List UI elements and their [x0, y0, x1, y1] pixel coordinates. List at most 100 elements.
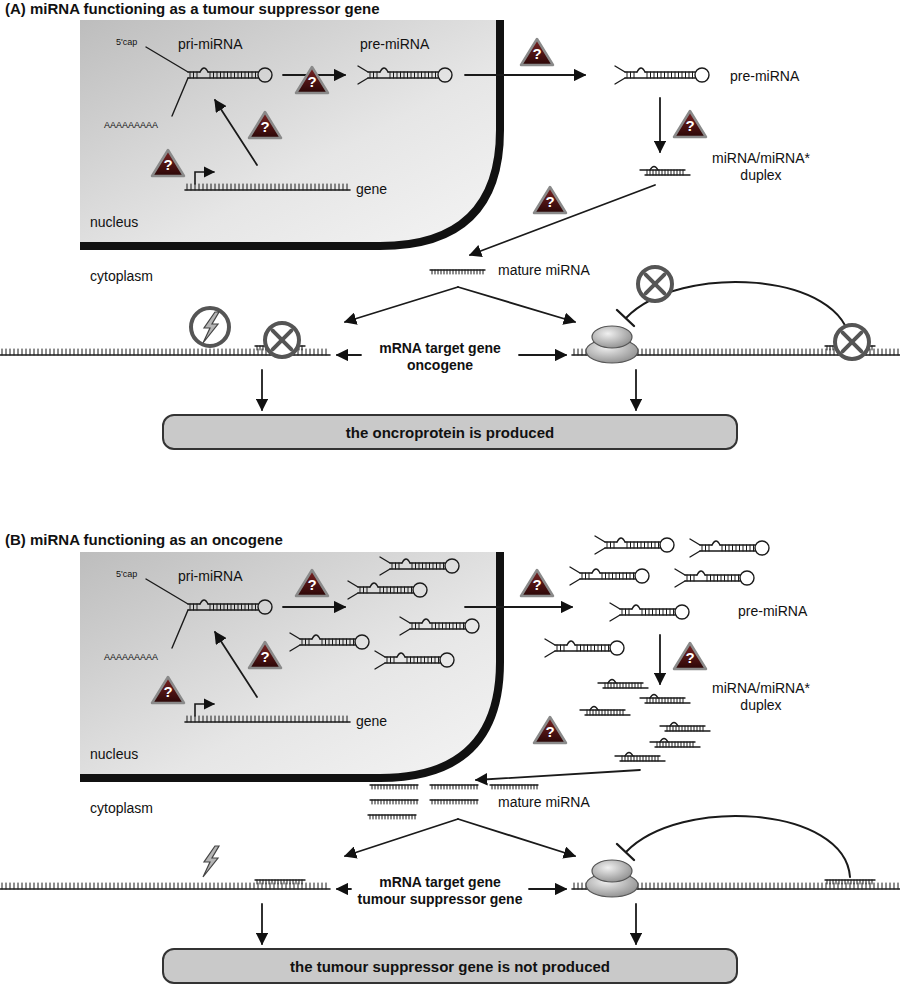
- base-tick: [408, 785, 409, 789]
- bulge: [312, 635, 320, 639]
- base-tick: [302, 880, 303, 884]
- base-tick: [672, 742, 673, 747]
- base-tick: [238, 349, 239, 355]
- base-tick: [254, 349, 255, 355]
- base-tick: [323, 184, 324, 190]
- base-tick: [22, 883, 23, 889]
- strand-line: [610, 603, 620, 609]
- base-tick: [245, 72, 246, 78]
- base-tick: [259, 184, 260, 190]
- base-tick: [690, 349, 691, 355]
- base-tick: [199, 716, 200, 722]
- strand-line: [843, 333, 862, 352]
- base-tick: [522, 785, 523, 789]
- base-tick: [848, 880, 849, 884]
- base-tick: [468, 800, 469, 804]
- base-tick: [890, 883, 891, 889]
- base-tick: [655, 756, 656, 761]
- base-tick: [703, 726, 704, 731]
- base-tick: [614, 710, 615, 715]
- question-mark: ?: [247, 648, 283, 665]
- base-tick: [279, 716, 280, 722]
- base-tick: [459, 270, 460, 274]
- base-tick: [665, 170, 666, 175]
- base-tick: [329, 639, 330, 645]
- base-tick: [263, 184, 264, 190]
- strand-line: [615, 66, 625, 72]
- base-tick: [377, 72, 378, 78]
- base-tick: [663, 609, 664, 615]
- base-tick: [202, 349, 203, 355]
- base-tick: [435, 657, 436, 663]
- base-tick: [70, 349, 71, 355]
- base-tick: [734, 883, 735, 889]
- base-tick: [275, 716, 276, 722]
- base-tick: [665, 698, 666, 703]
- base-tick: [154, 349, 155, 355]
- compartment-label: cytoplasm: [90, 800, 153, 817]
- base-tick: [658, 542, 659, 548]
- base-tick: [419, 563, 420, 569]
- base-tick: [702, 349, 703, 355]
- base-tick: [166, 349, 167, 355]
- base-tick: [194, 349, 195, 355]
- base-tick: [444, 270, 445, 274]
- base-tick: [424, 657, 425, 663]
- base-tick: [438, 785, 439, 789]
- strand-line: [208, 603, 258, 604]
- base-tick: [227, 716, 228, 722]
- base-tick: [689, 72, 690, 78]
- base-tick: [390, 587, 391, 593]
- base-tick: [758, 883, 759, 889]
- unknown-step-triangle: ?: [294, 64, 330, 96]
- base-tick: [78, 883, 79, 889]
- base-tick: [676, 726, 677, 731]
- base-tick: [582, 573, 583, 579]
- base-tick: [870, 349, 871, 355]
- base-tick: [459, 785, 460, 789]
- base-tick: [418, 72, 419, 78]
- base-tick: [525, 785, 526, 789]
- base-tick: [625, 756, 626, 761]
- base-tick: [462, 785, 463, 789]
- base-tick: [94, 883, 95, 889]
- base-tick: [86, 883, 87, 889]
- process-arrow: [635, 904, 637, 944]
- base-tick: [390, 785, 391, 789]
- base-tick: [401, 587, 402, 593]
- base-tick: [375, 800, 376, 804]
- base-tick: [195, 716, 196, 722]
- base-tick: [231, 604, 232, 610]
- base-tick: [692, 72, 693, 78]
- base-tick: [886, 349, 887, 355]
- stage-label: pri-miRNA: [178, 36, 243, 53]
- base-tick: [602, 573, 603, 579]
- base-tick: [790, 883, 791, 889]
- base-tick: [827, 346, 828, 350]
- base-tick: [370, 72, 371, 78]
- base-tick: [614, 542, 615, 548]
- base-tick: [610, 542, 611, 548]
- base-tick: [577, 645, 578, 651]
- base-tick: [429, 563, 430, 569]
- base-tick: [456, 800, 457, 804]
- target-label: mRNA target gene tumour suppressor gene: [355, 874, 525, 908]
- base-tick: [594, 645, 595, 651]
- base-tick: [656, 170, 657, 175]
- unknown-step-triangle: ?: [294, 567, 330, 599]
- base-tick: [102, 349, 103, 355]
- base-tick: [378, 785, 379, 789]
- strand-line: [690, 539, 700, 545]
- base-tick: [387, 785, 388, 789]
- base-tick: [384, 785, 385, 789]
- base-tick: [585, 573, 586, 579]
- base-tick: [898, 349, 899, 355]
- base-tick: [872, 880, 873, 884]
- base-tick: [381, 785, 382, 789]
- base-tick: [2, 883, 3, 889]
- base-tick: [630, 542, 631, 548]
- base-tick: [336, 639, 337, 645]
- base-tick: [174, 349, 175, 355]
- base-tick: [682, 883, 683, 889]
- base-tick: [207, 184, 208, 190]
